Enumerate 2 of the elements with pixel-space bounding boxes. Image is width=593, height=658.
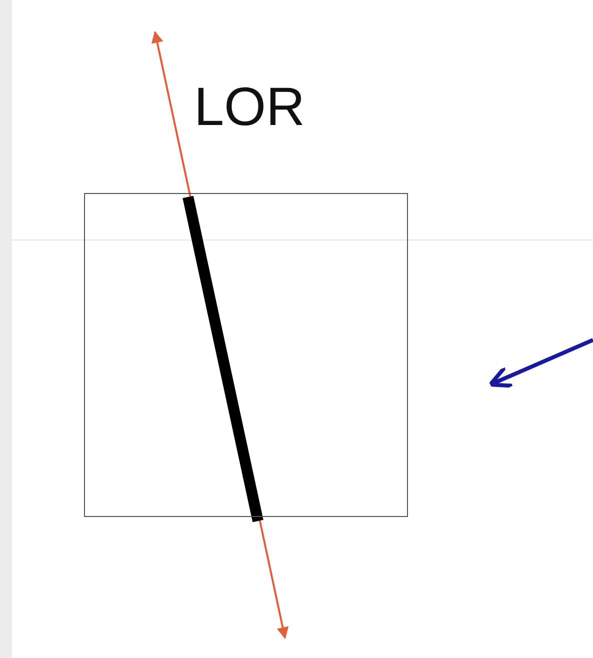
square-outline <box>84 193 408 517</box>
line-label: LOR <box>194 80 306 134</box>
